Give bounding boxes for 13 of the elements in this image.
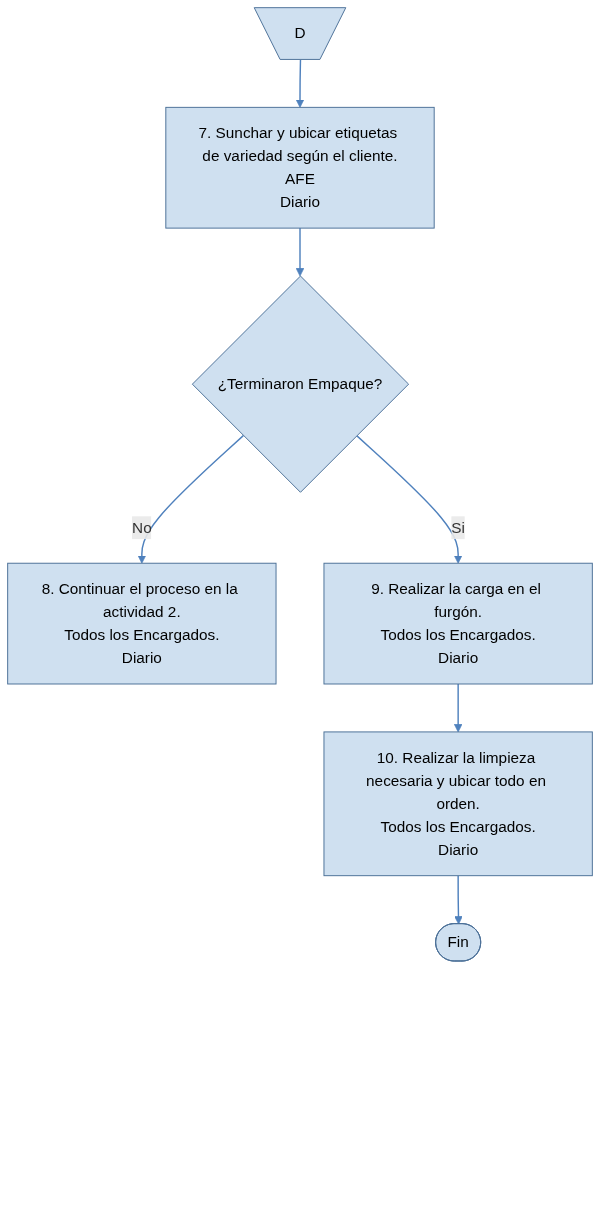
arrow bbox=[453, 683, 463, 733]
arrow bbox=[295, 59, 305, 108]
node-box: 8. Continuar el proceso en la actividad 2. Todos los Encargados. Diario bbox=[7, 562, 277, 685]
node-box: 7. Sunchar y ubicar etiquetas de variedad según el cliente. AFE Diario bbox=[165, 106, 435, 229]
arrow bbox=[295, 227, 305, 277]
edge-label: Si bbox=[451, 519, 465, 536]
node-box: 10. Realizar la limpieza necesaria y ubicar todo en orden. Todos los Encargados. Diario bbox=[323, 731, 593, 877]
node-diamond: ¿Terminaron Empaque? bbox=[191, 275, 410, 493]
edge-label: No bbox=[132, 519, 152, 536]
arrow bbox=[137, 434, 245, 564]
arrow bbox=[454, 874, 463, 925]
arrow bbox=[355, 434, 463, 564]
node-box: 9. Realizar la carga en el furgón. Todos los Encargados. Diario bbox=[323, 562, 593, 685]
